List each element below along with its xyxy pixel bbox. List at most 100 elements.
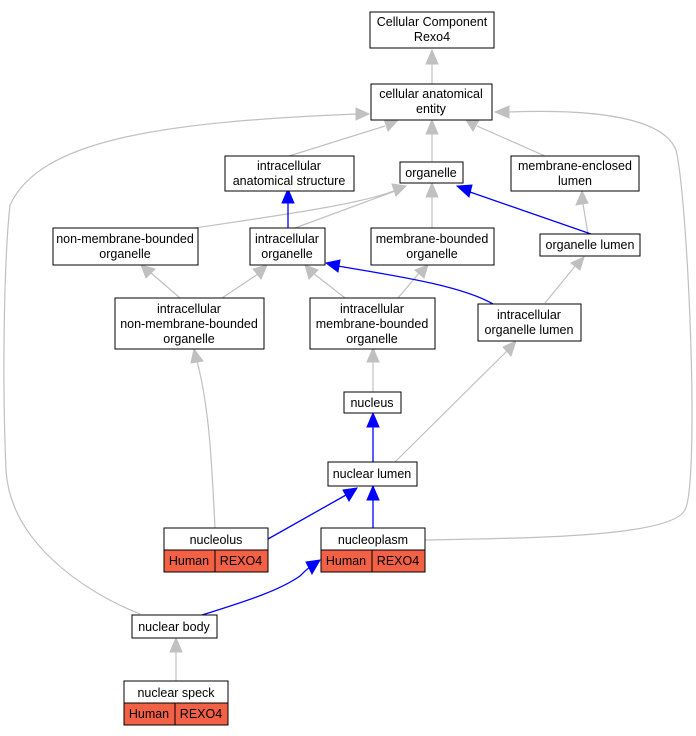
node-label-line: organelle xyxy=(405,166,456,180)
edge-nbody-nucleoplasm xyxy=(201,567,310,616)
annotation-gene: REXO4 xyxy=(377,554,419,568)
arrowhead-gray xyxy=(493,105,510,119)
annotation-species: Human xyxy=(169,554,209,568)
arrowhead-gray xyxy=(425,181,439,198)
arrowhead-gray xyxy=(366,346,380,363)
node-label-line: nucleolus xyxy=(190,533,243,547)
arrowhead-gray xyxy=(570,256,585,271)
node-label-line: non-membrane-bounded xyxy=(56,232,194,246)
node-nuclear-speck[interactable]: nuclear speck Human REXO4 xyxy=(123,680,229,726)
node-label-line: organelle xyxy=(99,247,150,261)
edge-imbo-io xyxy=(312,272,346,299)
node-intracellular-non-membrane-bounded-organelle[interactable]: intracellular non-membrane-bounded organ… xyxy=(114,297,265,350)
edge-iol-ol xyxy=(544,264,577,304)
node-label-line: membrane-bounded xyxy=(316,317,429,331)
arrowhead-gray xyxy=(190,347,204,364)
node-label-line: membrane-bounded xyxy=(376,232,489,246)
node-label-line: anatomical structure xyxy=(233,174,346,188)
node-label-line: nucleus xyxy=(350,396,393,410)
node-cellular-anatomical-entity[interactable]: cellular anatomical entity xyxy=(370,83,493,121)
edge-ol-mel xyxy=(582,203,589,235)
node-non-membrane-bounded-organelle[interactable]: non-membrane-bounded organelle xyxy=(52,227,199,266)
node-label-line: intracellular xyxy=(497,308,561,322)
edge-nucleoplasm-cae xyxy=(424,110,693,541)
arrowhead-gray xyxy=(252,264,268,280)
edge-nbody-cae xyxy=(3,113,358,615)
edge-imbo-mbo xyxy=(397,271,421,299)
arrowhead-gray xyxy=(383,118,400,132)
edges xyxy=(3,48,693,681)
annotation-species: Human xyxy=(326,554,366,568)
arrowhead-gray xyxy=(465,119,480,132)
node-label-line: organelle xyxy=(346,332,397,346)
node-label-line: membrane-enclosed xyxy=(518,159,632,173)
node-membrane-enclosed-lumen[interactable]: membrane-enclosed lumen xyxy=(510,155,640,192)
arrowhead-blue xyxy=(324,259,341,273)
arrowhead-gray xyxy=(355,107,371,121)
annotation-gene: REXO4 xyxy=(220,554,262,568)
annotation-row: Human REXO4 xyxy=(163,549,269,573)
node-nucleolus[interactable]: nucleolus Human REXO4 xyxy=(163,527,269,573)
node-label-line: organelle lumen xyxy=(485,323,574,337)
annotation-row: Human REXO4 xyxy=(320,549,426,573)
annotation-species: Human xyxy=(129,707,169,721)
node-cellular-component-rexo4[interactable]: Cellular Component Rexo4 xyxy=(369,11,495,49)
node-label-line: organelle xyxy=(261,247,312,261)
node-organelle[interactable]: organelle xyxy=(399,161,464,184)
node-label-line: lumen xyxy=(558,174,592,188)
node-intracellular-membrane-bounded-organelle[interactable]: intracellular membrane-bounded organelle xyxy=(309,297,436,350)
node-nucleoplasm[interactable]: nucleoplasm Human REXO4 xyxy=(320,527,426,573)
arrowhead-blue xyxy=(455,184,473,198)
edge-ol-organelle xyxy=(469,191,592,235)
arrowhead-gray xyxy=(575,189,589,206)
edge-ias-cae xyxy=(288,125,386,157)
edge-inmbo-io xyxy=(221,273,259,299)
edge-nucleolus-nlumen xyxy=(267,494,347,540)
node-intracellular-anatomical-structure[interactable]: intracellular anatomical structure xyxy=(224,155,355,192)
node-intracellular-organelle[interactable]: intracellular organelle xyxy=(249,227,326,266)
arrowhead-blue xyxy=(342,487,358,502)
node-membrane-bounded-organelle[interactable]: membrane-bounded organelle xyxy=(370,227,495,266)
arrowhead-gray xyxy=(502,340,517,357)
arrowhead-gray xyxy=(425,48,439,65)
edge-nucleolus-inmbo xyxy=(196,360,216,529)
node-label-line: nuclear speck xyxy=(137,686,215,700)
node-label-line: non-membrane-bounded xyxy=(120,317,258,331)
node-intracellular-organelle-lumen[interactable]: intracellular organelle lumen xyxy=(477,303,582,342)
node-nucleus[interactable]: nucleus xyxy=(343,391,402,414)
edge-io-organelle xyxy=(294,189,399,229)
node-label-line: nuclear lumen xyxy=(333,467,412,481)
arrowhead-gray xyxy=(391,183,408,197)
annotation-gene: REXO4 xyxy=(180,707,222,721)
node-label-line: Rexo4 xyxy=(414,30,450,44)
arrowhead-blue xyxy=(366,484,380,501)
node-label-line: cellular anatomical xyxy=(379,87,483,101)
arrowhead-gray xyxy=(414,264,429,279)
edge-inmbo-nmbo xyxy=(149,271,181,299)
node-label-line: intracellular xyxy=(340,302,404,316)
node-label-line: intracellular xyxy=(255,232,319,246)
arrowhead-blue xyxy=(366,411,380,428)
edge-nmbo-organelle xyxy=(194,189,397,229)
arrowhead-blue xyxy=(281,187,295,204)
arrowhead-gray xyxy=(140,264,156,279)
edge-mel-cae xyxy=(476,125,546,157)
node-label-line: Cellular Component xyxy=(377,15,488,29)
node-label-line: organelle xyxy=(406,247,457,261)
node-label-line: nucleoplasm xyxy=(338,533,408,547)
node-label-line: organelle lumen xyxy=(546,238,635,252)
node-label-line: entity xyxy=(416,102,447,116)
node-nuclear-lumen[interactable]: nuclear lumen xyxy=(327,461,418,487)
node-label-line: intracellular xyxy=(157,302,221,316)
arrowhead-gray xyxy=(304,264,319,280)
node-organelle-lumen[interactable]: organelle lumen xyxy=(539,233,641,257)
node-label-line: nuclear body xyxy=(138,620,210,634)
node-label-line: organelle xyxy=(163,332,214,346)
node-nuclear-body[interactable]: nuclear body xyxy=(131,614,218,639)
annotation-row: Human REXO4 xyxy=(123,702,229,726)
node-label-line: intracellular xyxy=(257,159,321,173)
edge-iol-io xyxy=(337,265,494,305)
arrowhead-blue xyxy=(305,559,321,576)
arrowhead-gray xyxy=(169,636,183,653)
